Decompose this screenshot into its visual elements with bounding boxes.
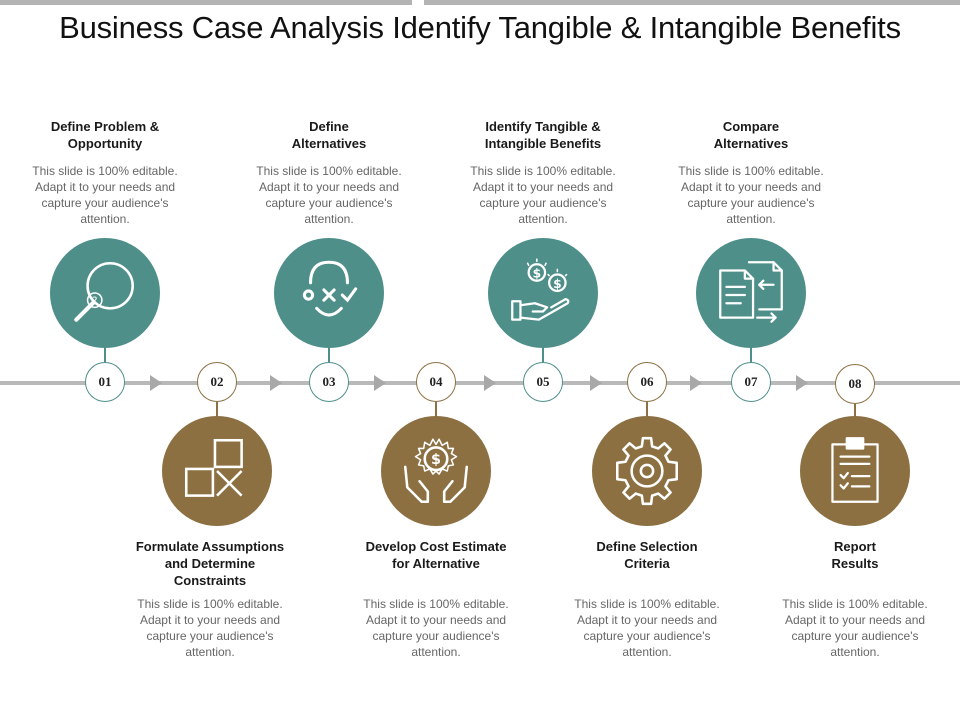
- step-01-heading: Define Problem &Opportunity: [50, 119, 160, 151]
- step-02-description: This slide is 100% editable. Adapt it to…: [137, 597, 283, 659]
- step-07-description: This slide is 100% editable. Adapt it to…: [678, 164, 824, 226]
- step-01-icon-circle: ?: [50, 238, 160, 348]
- squares-cross-icon: [184, 438, 243, 497]
- step-07-number: 07: [731, 362, 771, 402]
- timeline-arrow: [374, 375, 386, 391]
- step-03-number: 03: [309, 362, 349, 402]
- step-03-icon-circle: [274, 238, 384, 348]
- step-04-number: 04: [416, 362, 456, 402]
- step-07-connector: [750, 346, 752, 362]
- gear-icon: [615, 436, 679, 506]
- step-05-connector: [542, 346, 544, 362]
- step-05-icon-circle: $ $: [488, 238, 598, 348]
- svg-text:?: ?: [92, 295, 97, 307]
- step-04-icon-circle: $: [381, 416, 491, 526]
- step-05-heading: Identify Tangible &Intangible Benefits: [484, 119, 602, 151]
- step-08-icon-circle: [800, 416, 910, 526]
- step-01-connector: [104, 346, 106, 362]
- timeline-arrow: [690, 375, 702, 391]
- step-08-number: 08: [835, 364, 875, 404]
- svg-text:$: $: [431, 452, 441, 468]
- step-04-connector: [435, 402, 437, 418]
- step-01-number: 01: [85, 362, 125, 402]
- step-03-connector: [328, 346, 330, 362]
- timeline-arrow: [484, 375, 496, 391]
- step-06-number: 06: [627, 362, 667, 402]
- svg-text:$: $: [553, 277, 562, 291]
- step-04-description: This slide is 100% editable. Adapt it to…: [363, 597, 509, 659]
- top-bar-left: [0, 0, 412, 5]
- timeline-arrow: [590, 375, 602, 391]
- timeline-arrow: [270, 375, 282, 391]
- timeline-arrow: [150, 375, 162, 391]
- top-bar-right: [424, 0, 960, 5]
- step-02-icon-circle: [162, 416, 272, 526]
- compare-documents-icon: [719, 261, 783, 323]
- step-06-description: This slide is 100% editable. Adapt it to…: [574, 597, 720, 659]
- step-06-connector: [646, 402, 648, 418]
- timeline-arrow: [796, 375, 808, 391]
- hand-coins-icon: $ $: [511, 258, 570, 321]
- options-face-icon: [302, 260, 358, 317]
- step-08-description: This slide is 100% editable. Adapt it to…: [782, 597, 928, 659]
- step-02-connector: [216, 402, 218, 418]
- step-02-number: 02: [197, 362, 237, 402]
- page-title: Business Case Analysis Identify Tangible…: [59, 10, 901, 45]
- step-01-description: This slide is 100% editable. Adapt it to…: [32, 164, 178, 226]
- step-05-number: 05: [523, 362, 563, 402]
- step-05-description: This slide is 100% editable. Adapt it to…: [470, 164, 616, 226]
- step-06-icon-circle: [592, 416, 702, 526]
- timeline-line: [0, 381, 960, 385]
- clipboard-checklist-icon: [831, 437, 879, 503]
- step-08-connector: [854, 404, 856, 418]
- magnifier-question-icon: ?: [74, 261, 134, 322]
- step-07-icon-circle: [696, 238, 806, 348]
- step-03-description: This slide is 100% editable. Adapt it to…: [256, 164, 402, 226]
- hands-money-icon: $: [403, 438, 469, 504]
- svg-text:$: $: [533, 267, 542, 281]
